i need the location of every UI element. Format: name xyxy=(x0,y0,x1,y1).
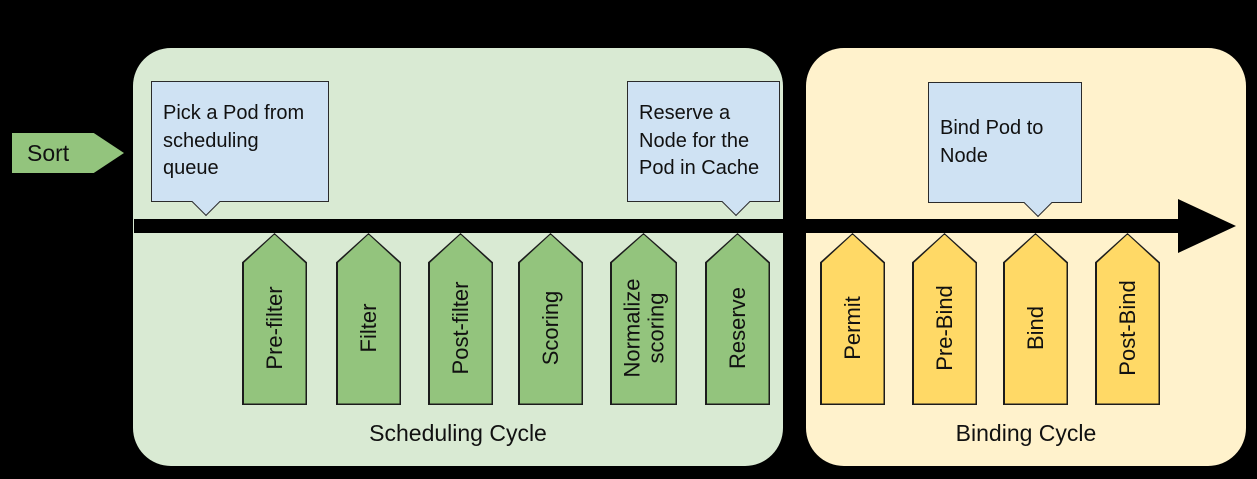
scheduling-cycle-title: Scheduling Cycle xyxy=(369,420,547,446)
callout-reserve-node-text: Reserve a Node for the Pod in Cache xyxy=(639,102,760,180)
phase-label: Normalize scoring xyxy=(618,278,668,378)
callout-bind-pod-text: Bind Pod to Node xyxy=(940,116,1044,167)
phase-label: Filter xyxy=(355,303,381,353)
phase-label: Post-filter xyxy=(447,281,473,375)
phase-label: Bind xyxy=(1022,305,1048,350)
phase-arrow-reserve: Reserve xyxy=(705,233,770,405)
callout-reserve-node: Reserve a Node for the Pod in Cache xyxy=(627,81,780,217)
phase-label: Permit xyxy=(839,295,865,360)
phase-label: Reserve xyxy=(724,286,750,369)
callout-pick-pod: Pick a Pod from scheduling queue xyxy=(151,81,329,217)
phase-label: Post-Bind xyxy=(1114,279,1140,376)
sort-label: Sort xyxy=(27,139,70,166)
phase-arrow-pre-bind: Pre-Bind xyxy=(912,233,977,405)
phase-label: Pre-Bind xyxy=(931,284,957,371)
phase-arrow-bind: Bind xyxy=(1003,233,1068,405)
timeline-arrow-shaft xyxy=(134,219,1180,233)
callout-bind-pod: Bind Pod to Node xyxy=(928,82,1082,218)
binding-cycle-title: Binding Cycle xyxy=(955,420,1097,446)
phase-arrow-permit: Permit xyxy=(820,233,885,405)
timeline-arrowhead-icon xyxy=(1178,199,1236,253)
phase-label: Pre-filter xyxy=(261,286,287,370)
callout-pick-pod-text: Pick a Pod from scheduling queue xyxy=(163,102,305,180)
phase-arrow-post-filter: Post-filter xyxy=(428,233,493,405)
phase-arrow-normalize-scoring: Normalize scoring xyxy=(610,233,677,405)
phase-arrow-post-bind: Post-Bind xyxy=(1095,233,1160,405)
sort-arrow: Sort xyxy=(12,133,124,173)
phase-arrow-filter: Filter xyxy=(336,233,401,405)
phase-arrow-pre-filter: Pre-filter xyxy=(242,233,307,405)
phase-arrow-scoring: Scoring xyxy=(518,233,583,405)
phase-label: Scoring xyxy=(537,290,563,365)
